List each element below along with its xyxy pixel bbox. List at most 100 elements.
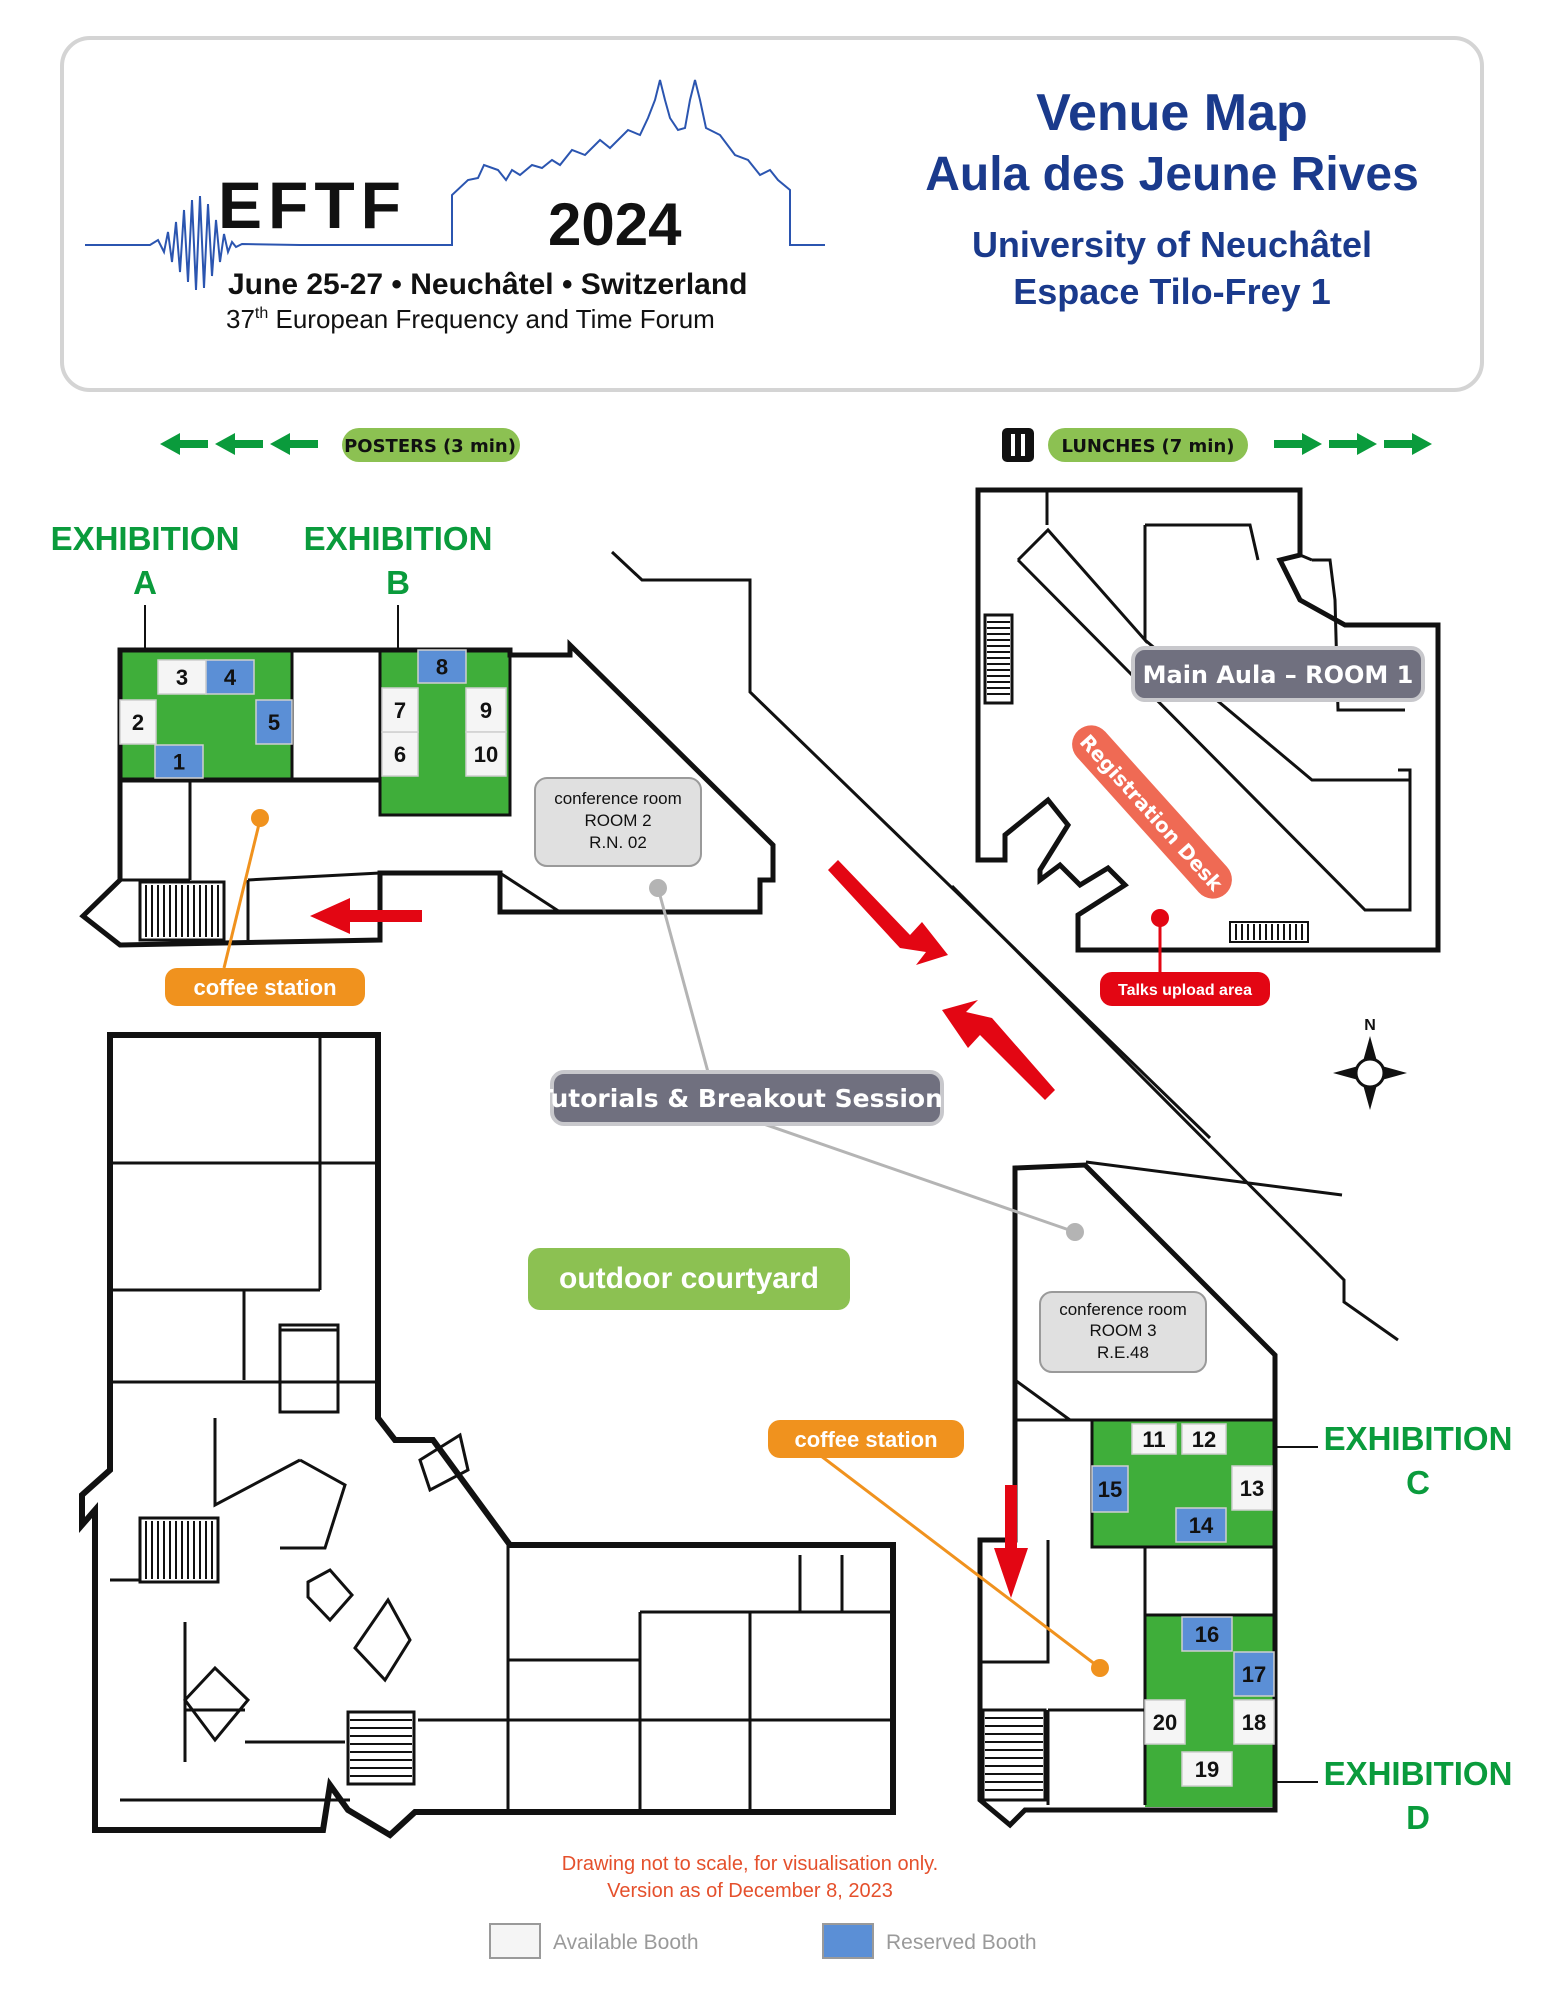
talks-upload-badge: Talks upload area xyxy=(1100,972,1270,1006)
logo-wordmark: EFTF xyxy=(218,168,407,242)
booth-number: 2 xyxy=(132,710,144,735)
booth-1: 1 xyxy=(154,744,204,779)
svg-text:ROOM 3: ROOM 3 xyxy=(1089,1321,1156,1340)
booth-available-fill xyxy=(1233,1699,1275,1745)
booth-number: 1 xyxy=(173,750,185,775)
svg-text:coffee station: coffee station xyxy=(794,1427,937,1452)
cutlery-icon xyxy=(1002,428,1034,462)
booth-available-fill xyxy=(1181,1423,1227,1455)
booth-15: 15 xyxy=(1091,1465,1129,1513)
svg-text:outdoor courtyard: outdoor courtyard xyxy=(559,1262,819,1295)
booth-number: 14 xyxy=(1189,1513,1214,1538)
booth-number: 19 xyxy=(1195,1757,1219,1782)
booth-13: 13 xyxy=(1231,1465,1273,1511)
main-aula-badge: Main Aula – ROOM 1 xyxy=(1131,646,1425,702)
posters-label: POSTERS xyxy=(344,436,437,457)
svg-text:Tutorials & Breakout Sessions: Tutorials & Breakout Sessions xyxy=(536,1084,958,1113)
booth-number: 7 xyxy=(394,698,406,723)
posters-arrows-icon xyxy=(160,433,318,455)
logo-year: 2024 xyxy=(548,191,682,258)
page-title-venue: Aula des Jeune Rives xyxy=(925,148,1419,201)
courtyard-badge: outdoor courtyard xyxy=(528,1248,850,1310)
booth-10: 10 xyxy=(465,731,507,777)
disclaimer-note: Drawing not to scale, for visualisation … xyxy=(562,1853,938,1875)
booth-number: 9 xyxy=(480,698,492,723)
entrance-arrow-west xyxy=(310,898,422,934)
booth-9: 9 xyxy=(465,687,507,733)
booth-6: 6 xyxy=(381,731,419,777)
legend-reserved-swatch xyxy=(822,1923,874,1959)
booth-14: 14 xyxy=(1175,1507,1227,1543)
svg-text:A: A xyxy=(133,564,157,601)
page-subtitle-university: University of Neuchâtel xyxy=(972,224,1372,265)
booth-4: 4 xyxy=(205,659,255,695)
posters-direction: POSTERS(3 min) xyxy=(160,428,520,462)
booth-12: 12 xyxy=(1181,1423,1227,1455)
callout-lines xyxy=(222,809,1169,1677)
booth-3: 3 xyxy=(157,659,207,695)
booth-reserved-fill xyxy=(154,744,204,779)
page-title: Venue Map xyxy=(1036,84,1308,142)
lunches-label: LUNCHES xyxy=(1061,436,1155,457)
exhibition-d-label: EXHIBITION D xyxy=(1324,1755,1513,1836)
waveform-icon xyxy=(85,79,825,291)
booth-reserved-fill xyxy=(255,699,293,745)
compass-icon: N xyxy=(1333,1017,1407,1110)
version-note: Version as of December 8, 2023 xyxy=(607,1880,893,1902)
booth-number: 13 xyxy=(1240,1476,1264,1501)
booth-number: 12 xyxy=(1192,1427,1216,1452)
building-southwest xyxy=(79,1032,896,1839)
booth-number: 17 xyxy=(1242,1662,1266,1687)
entrance-arrows xyxy=(310,860,1055,1598)
forum-prefix: 37 xyxy=(226,304,255,334)
booth-number: 3 xyxy=(176,665,188,690)
exhibition-c-label: EXHIBITION C xyxy=(1324,1420,1513,1501)
svg-text:R.N. 02: R.N. 02 xyxy=(589,833,647,852)
booth-number: 18 xyxy=(1242,1710,1266,1735)
coffee-station-west-badge: coffee station xyxy=(165,968,365,1006)
booth-reserved-fill xyxy=(1175,1507,1227,1543)
svg-text:LUNCHES(7 min): LUNCHES (7 min) xyxy=(1061,436,1234,457)
coffee-station-east-badge: coffee station xyxy=(768,1420,964,1458)
booth-number: 10 xyxy=(474,742,498,767)
booth-reserved-fill xyxy=(1181,1616,1233,1652)
booth-available-fill xyxy=(465,687,507,733)
booth-available-fill xyxy=(119,699,157,745)
svg-text:D: D xyxy=(1406,1799,1430,1836)
svg-text:EXHIBITION: EXHIBITION xyxy=(304,520,493,557)
svg-text:B: B xyxy=(386,564,410,601)
room3-badge: conference room ROOM 3 R.E.48 xyxy=(1039,1291,1207,1373)
entrance-arrow-path-south xyxy=(942,1000,1055,1100)
logo-dates: June 25-27 • Neuchâtel • Switzerland xyxy=(228,268,748,301)
booth-available-fill xyxy=(157,659,207,695)
legend-available-swatch xyxy=(489,1923,541,1959)
svg-text:EXHIBITION: EXHIBITION xyxy=(1324,1420,1513,1457)
lunches-time: (7 min) xyxy=(1162,436,1235,457)
booth-available-fill xyxy=(465,731,507,777)
svg-text:Registration Desk: Registration Desk xyxy=(1075,730,1228,896)
pathway-lines xyxy=(610,550,1399,1342)
booth-18: 18 xyxy=(1233,1699,1275,1745)
booth-available-fill xyxy=(1144,1699,1186,1745)
page-subtitle-address: Espace Tilo-Frey 1 xyxy=(1013,271,1330,312)
footer: Drawing not to scale, for visualisation … xyxy=(489,1853,1037,1959)
booth-5: 5 xyxy=(255,699,293,745)
booth-8: 8 xyxy=(417,649,467,684)
lunches-arrows-icon xyxy=(1274,433,1432,455)
booth-number: 5 xyxy=(268,710,280,735)
entrance-arrow-path-north xyxy=(828,860,948,965)
svg-text:conference room: conference room xyxy=(1059,1300,1187,1319)
eftf-logo: EFTF 2024 June 25-27 • Neuchâtel • Switz… xyxy=(85,79,825,334)
header-card: EFTF 2024 June 25-27 • Neuchâtel • Switz… xyxy=(60,36,1484,392)
booth-available-fill xyxy=(1131,1423,1177,1455)
booth-reserved-fill xyxy=(1091,1465,1129,1513)
booth-19: 19 xyxy=(1181,1751,1233,1787)
svg-text:C: C xyxy=(1406,1464,1430,1501)
lunches-direction: LUNCHES (7 min) xyxy=(1002,428,1432,462)
logo-forum: 37th European Frequency and Time Forum xyxy=(226,304,715,334)
legend-reserved-label: Reserved Booth xyxy=(886,1931,1037,1954)
svg-text:EXHIBITION: EXHIBITION xyxy=(1324,1755,1513,1792)
booth-2: 2 xyxy=(119,699,157,745)
